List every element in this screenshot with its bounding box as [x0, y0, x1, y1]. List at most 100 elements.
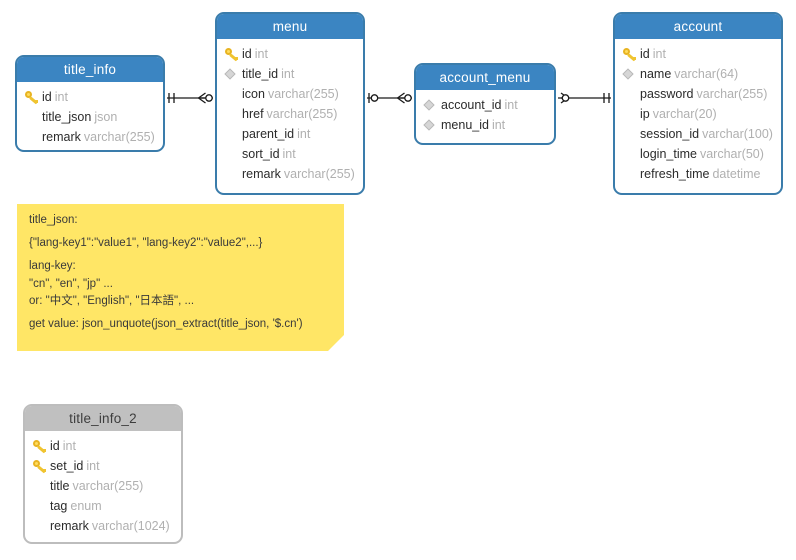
relationship-account_menu-account[interactable] [556, 89, 613, 107]
field-marker-none [225, 144, 242, 164]
field-name: remark [242, 167, 281, 181]
field-name: password [640, 87, 694, 101]
entity-title-account_menu: account_menu [416, 65, 554, 90]
field-marker-none [623, 104, 640, 124]
note-fold-corner-icon [328, 335, 344, 351]
field-name: sort_id [242, 147, 280, 161]
sticky-note[interactable]: title_json: {"lang-key1":"value1", "lang-… [17, 204, 344, 351]
field-name: id [50, 439, 60, 453]
field-type: varchar(100) [702, 127, 773, 141]
note-line: or: "中文", "English", "日本語", ... [29, 294, 195, 307]
diamond-icon [622, 64, 640, 84]
field-type: varchar(1024) [91, 519, 170, 533]
key-icon [33, 436, 50, 456]
field-name: id [42, 90, 52, 104]
field-name: title_json [42, 110, 92, 124]
field-type: int [54, 90, 68, 104]
entity-title-account: account [615, 14, 781, 39]
field-type: varchar(255) [83, 130, 155, 144]
note-line: title_json: [29, 214, 78, 226]
field-type: int [282, 147, 296, 161]
field-name: menu_id [441, 118, 489, 132]
field-marker-none [33, 496, 50, 516]
field-name: set_id [50, 459, 84, 473]
entity-title-menu: menu [217, 14, 363, 39]
key-icon [33, 456, 50, 476]
field-name: parent_id [242, 127, 295, 141]
field-marker-none [225, 84, 242, 104]
field-name: remark [42, 130, 81, 144]
field-name: login_time [640, 147, 697, 161]
diamond-icon [224, 64, 242, 84]
diamond-icon [423, 115, 441, 135]
key-icon [25, 87, 42, 107]
entity-title-title_info: title_info [17, 57, 163, 82]
field-name: name [640, 67, 672, 81]
field-name: account_id [441, 98, 502, 112]
field-type: enum [70, 499, 102, 513]
field-type: int [504, 98, 518, 112]
field-marker-none [623, 164, 640, 184]
note-line: {"lang-key1":"value1", "lang-key2":"valu… [29, 237, 263, 250]
field-name: title [50, 479, 70, 493]
field-marker-none [25, 107, 42, 127]
field-name: icon [242, 87, 265, 101]
relationship-menu-account_menu[interactable] [365, 89, 414, 107]
field-name: tag [50, 499, 68, 513]
field-type: int [62, 439, 76, 453]
field-type: int [254, 47, 268, 61]
field-type: int [297, 127, 311, 141]
field-type: varchar(20) [652, 107, 717, 121]
key-icon [623, 44, 640, 64]
field-type: int [652, 47, 666, 61]
note-line: lang-key: [29, 260, 76, 273]
field-type: varchar(255) [266, 107, 338, 121]
field-name: href [242, 107, 264, 121]
relationship-title_info-menu[interactable] [165, 89, 215, 107]
diamond-icon [423, 95, 441, 115]
field-name: remark [50, 519, 89, 533]
field-type: varchar(255) [267, 87, 339, 101]
field-marker-none [623, 144, 640, 164]
field-marker-none [623, 124, 640, 144]
field-marker-none [225, 164, 242, 184]
field-name: session_id [640, 127, 700, 141]
field-type: varchar(255) [283, 167, 355, 181]
field-type: datetime [712, 167, 761, 181]
key-icon [225, 44, 242, 64]
field-type: int [281, 67, 295, 81]
